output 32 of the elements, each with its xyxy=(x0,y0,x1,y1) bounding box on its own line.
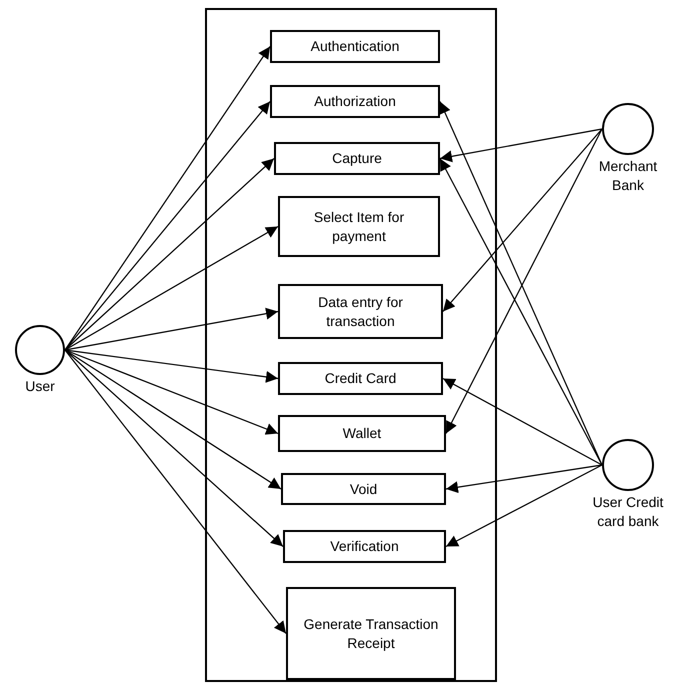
use-case-box: Authorization xyxy=(270,85,440,118)
arrow xyxy=(64,158,274,350)
arrow xyxy=(446,464,602,494)
arrow xyxy=(442,378,602,466)
arrow xyxy=(64,349,278,435)
use-case-box: Authentication xyxy=(270,30,440,63)
arrow xyxy=(64,350,286,634)
arrow xyxy=(64,308,278,351)
use-case-box: Data entry for transaction xyxy=(278,284,443,339)
arrow xyxy=(442,128,602,312)
arrow xyxy=(64,226,278,351)
arrow xyxy=(64,349,278,383)
use-case-box: Select Item for payment xyxy=(278,196,440,257)
arrow xyxy=(64,101,270,350)
use-case-box: Capture xyxy=(274,142,440,175)
use-case-box: Generate Transaction Receipt xyxy=(286,587,456,680)
actor-name: Merchant Bank xyxy=(598,157,658,195)
arrow xyxy=(439,101,603,466)
actor-name: User xyxy=(24,377,56,396)
arrow xyxy=(440,128,602,162)
arrow xyxy=(64,350,284,547)
system-boundary xyxy=(205,8,497,682)
use-case-box: Void xyxy=(281,473,446,505)
arrow xyxy=(445,128,603,434)
use-case-box: Wallet xyxy=(278,415,446,452)
use-case-box: Verification xyxy=(283,530,446,563)
arrow xyxy=(446,464,602,548)
arrow xyxy=(439,158,603,466)
use-case-box: Credit Card xyxy=(278,362,443,395)
arrow xyxy=(64,46,270,350)
arrow xyxy=(64,350,282,490)
actor-name: User Credit card bank xyxy=(592,493,664,531)
